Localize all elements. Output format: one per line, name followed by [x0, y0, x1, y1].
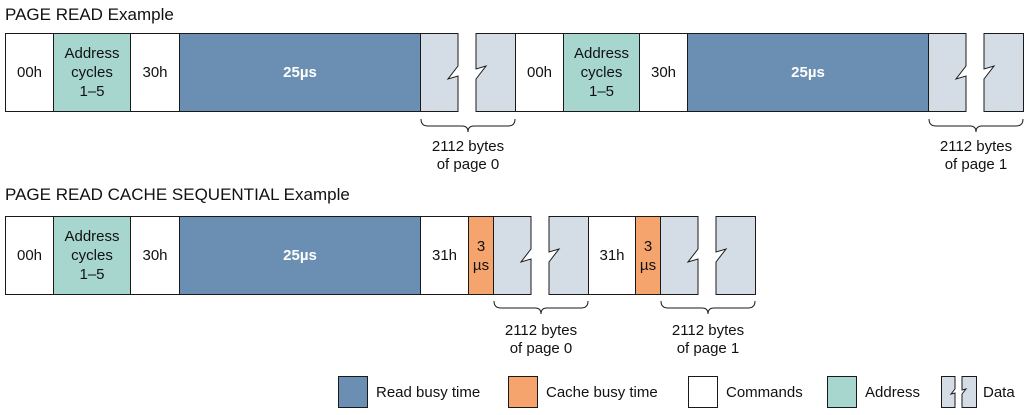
address-cycles-box: Address cycles 1–5 [53, 33, 131, 112]
legend-label: Cache busy time [546, 383, 658, 401]
cache-busy-box: 3 µs [468, 216, 494, 295]
data-page-line: of page 0 [509, 340, 573, 357]
address-line-3: 1–5 [588, 83, 615, 100]
legend-swatch-read-busy [338, 376, 368, 408]
command-31h-box: 31h [588, 216, 636, 295]
command-30h-box: 30h [639, 33, 688, 112]
address-line-2: cycles [580, 64, 623, 81]
data-page-line: of page 1 [944, 156, 1008, 173]
data-size-label: 2112 bytes of page 0 [408, 138, 528, 174]
legend-swatch-cache-busy [508, 376, 538, 408]
data-size-line: 2112 bytes [431, 138, 505, 155]
data-size-line: 2112 bytes [939, 138, 1013, 155]
legend-swatch-commands [688, 376, 718, 408]
legend-label: Address [865, 383, 921, 401]
command-00h-box: 00h [5, 33, 54, 112]
data-size-line: 2112 bytes [671, 322, 745, 339]
cache-busy-unit: µs [639, 256, 657, 274]
legend-cache-busy: Cache busy time [508, 376, 658, 408]
cache-busy-unit: µs [472, 256, 490, 274]
data-brace [420, 118, 516, 133]
address-cycles-box: Address cycles 1–5 [53, 216, 131, 295]
legend-swatch-data [941, 376, 977, 408]
legend-commands: Commands [688, 376, 803, 408]
read-busy-box: 25µs [179, 33, 421, 112]
command-30h-box: 30h [130, 33, 180, 112]
data-size-label: 2112 bytes of page 1 [916, 138, 1034, 174]
data-page-line: of page 1 [676, 340, 740, 357]
legend-label: Read busy time [376, 383, 481, 401]
cache-busy-value: 3 [643, 237, 653, 255]
legend-label: Commands [726, 383, 803, 401]
cache-busy-value: 3 [476, 237, 486, 255]
legend-swatch-address [827, 376, 857, 408]
legend-address: Address [827, 376, 920, 408]
data-transfer-symbol [420, 33, 516, 112]
command-30h-box: 30h [130, 216, 180, 295]
address-line-1: Address [573, 45, 630, 62]
address-line-3: 1–5 [79, 266, 105, 283]
read-busy-box: 25µs [687, 33, 929, 112]
address-cycles-box: Address cycles 1–5 [563, 33, 640, 112]
legend-label: Data [983, 383, 1015, 401]
legend-read-busy: Read busy time [338, 376, 480, 408]
data-transfer-symbol [928, 33, 1024, 112]
data-brace [493, 300, 589, 315]
data-brace [928, 118, 1024, 133]
data-brace [660, 300, 756, 315]
command-31h-box: 31h [420, 216, 469, 295]
address-line-1: Address [64, 228, 120, 245]
address-line-2: cycles [71, 64, 113, 81]
data-size-label: 2112 bytes of page 1 [648, 322, 768, 358]
address-line-3: 1–5 [79, 83, 105, 100]
data-page-line: of page 0 [436, 156, 500, 173]
page-read-title: PAGE READ Example [5, 5, 174, 24]
data-transfer-symbol [493, 216, 589, 295]
data-transfer-symbol [660, 216, 756, 295]
cache-busy-box: 3 µs [635, 216, 661, 295]
command-00h-box: 00h [5, 216, 54, 295]
read-busy-box: 25µs [179, 216, 421, 295]
command-00h-box: 00h [515, 33, 564, 112]
address-line-1: Address [64, 45, 120, 62]
legend-data: Data [941, 376, 1015, 408]
data-size-line: 2112 bytes [504, 322, 578, 339]
data-size-label: 2112 bytes of page 0 [481, 322, 601, 358]
address-line-2: cycles [71, 247, 113, 264]
page-read-cache-title: PAGE READ CACHE SEQUENTIAL Example [5, 185, 350, 204]
